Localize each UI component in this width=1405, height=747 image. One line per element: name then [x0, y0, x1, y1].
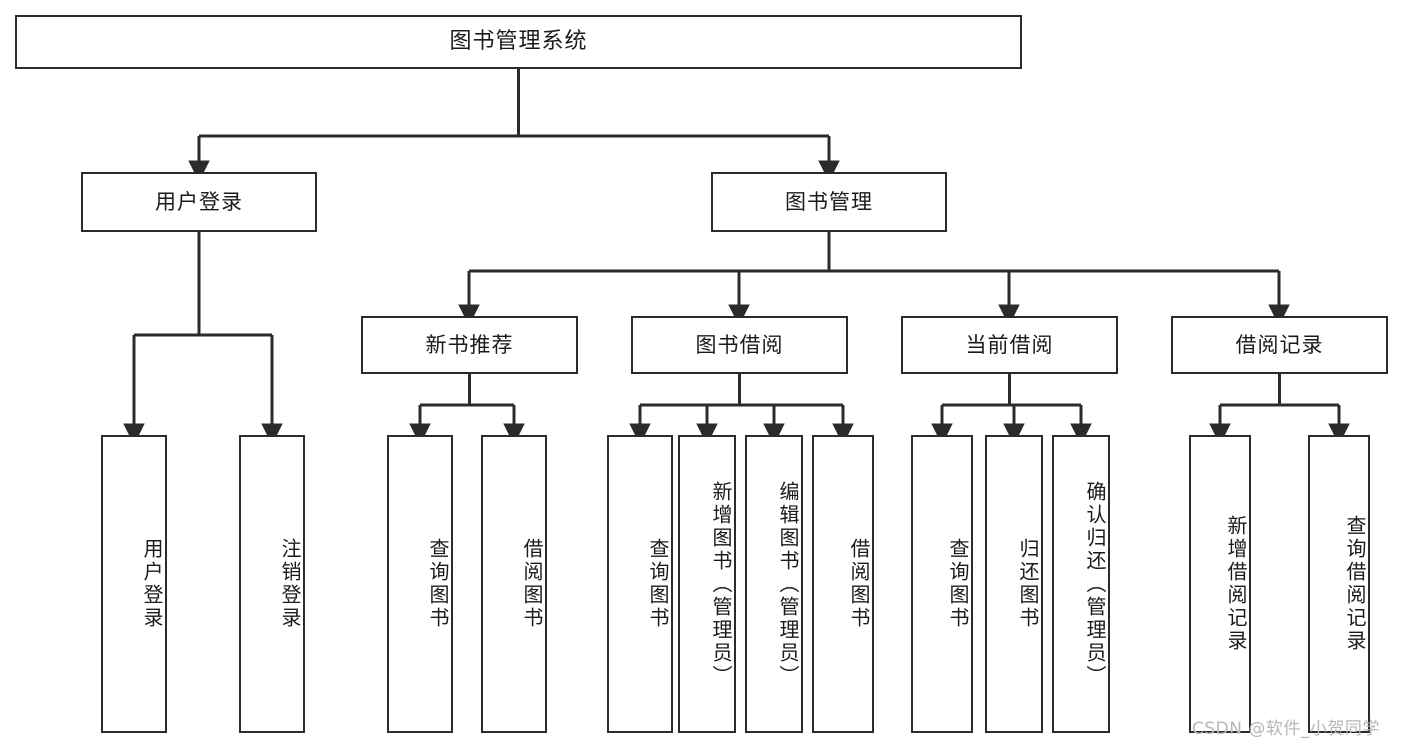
node-leaf-bb-borrow-book-label: 借阅图书 — [847, 538, 871, 630]
node-leaf-bb-add-book[interactable]: 新增图书（管理员） — [678, 435, 736, 733]
node-leaf-user-login-label: 用户登录 — [140, 538, 164, 630]
node-leaf-cb-return-book-label: 归还图书 — [1016, 538, 1040, 630]
node-book-manage-label: 图书管理 — [785, 189, 873, 214]
node-leaf-rec-borrow-book[interactable]: 借阅图书 — [481, 435, 547, 733]
node-leaf-br-query-record-label: 查询借阅记录 — [1343, 515, 1367, 653]
node-root[interactable]: 图书管理系统 — [15, 15, 1022, 69]
node-leaf-cb-query-book[interactable]: 查询图书 — [911, 435, 973, 733]
node-current-borrow-label: 当前借阅 — [965, 332, 1054, 357]
node-new-book-recommend[interactable]: 新书推荐 — [361, 316, 578, 374]
node-borrow-record[interactable]: 借阅记录 — [1171, 316, 1388, 374]
node-leaf-user-login[interactable]: 用户登录 — [101, 435, 167, 733]
node-book-borrow-label: 图书借阅 — [695, 332, 784, 357]
node-leaf-rec-borrow-book-label: 借阅图书 — [520, 538, 544, 630]
node-root-label: 图书管理系统 — [449, 29, 588, 55]
node-leaf-user-logout-label: 注销登录 — [278, 538, 302, 630]
node-book-borrow[interactable]: 图书借阅 — [631, 316, 848, 374]
node-current-borrow[interactable]: 当前借阅 — [901, 316, 1118, 374]
node-leaf-bb-borrow-book[interactable]: 借阅图书 — [812, 435, 874, 733]
node-leaf-br-add-record[interactable]: 新增借阅记录 — [1189, 435, 1251, 733]
node-leaf-cb-return-book[interactable]: 归还图书 — [985, 435, 1043, 733]
node-leaf-bb-add-book-label: 新增图书（管理员） — [709, 480, 733, 688]
node-leaf-cb-query-book-label: 查询图书 — [946, 538, 970, 630]
node-leaf-cb-confirm-return[interactable]: 确认归还（管理员） — [1052, 435, 1110, 733]
node-leaf-bb-query-book-label: 查询图书 — [646, 538, 670, 630]
node-leaf-br-query-record[interactable]: 查询借阅记录 — [1308, 435, 1370, 733]
node-leaf-rec-query-book-label: 查询图书 — [426, 538, 450, 630]
csdn-watermark: CSDN @软件_小贺同学 — [1192, 719, 1380, 739]
node-leaf-cb-confirm-return-label: 确认归还（管理员） — [1083, 480, 1107, 688]
node-user-login-label: 用户登录 — [155, 189, 243, 214]
node-leaf-bb-query-book[interactable]: 查询图书 — [607, 435, 673, 733]
node-book-manage[interactable]: 图书管理 — [711, 172, 947, 232]
node-borrow-record-label: 借阅记录 — [1235, 332, 1324, 357]
node-leaf-rec-query-book[interactable]: 查询图书 — [387, 435, 453, 733]
node-user-login[interactable]: 用户登录 — [81, 172, 317, 232]
node-leaf-user-logout[interactable]: 注销登录 — [239, 435, 305, 733]
node-leaf-br-add-record-label: 新增借阅记录 — [1224, 515, 1248, 653]
node-leaf-bb-edit-book-label: 编辑图书（管理员） — [776, 480, 800, 688]
node-new-book-recommend-label: 新书推荐 — [425, 332, 514, 357]
node-leaf-bb-edit-book[interactable]: 编辑图书（管理员） — [745, 435, 803, 733]
